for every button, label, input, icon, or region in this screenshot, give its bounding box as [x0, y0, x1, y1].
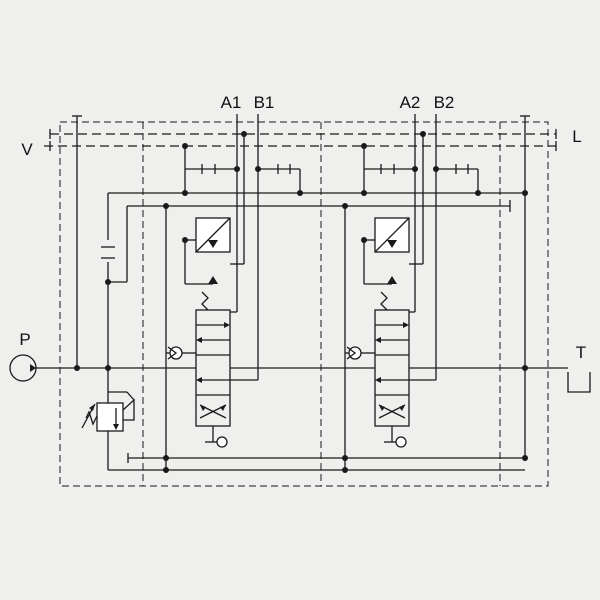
tank-return-line — [520, 115, 568, 458]
port-label-t: T — [576, 343, 586, 362]
tank-symbol — [567, 372, 591, 393]
port-label-p: P — [19, 330, 30, 349]
port-label-v: V — [21, 140, 33, 159]
pressure-line — [36, 115, 525, 371]
pilot-line-l — [49, 129, 557, 139]
port-label-a2: A2 — [400, 93, 421, 112]
relief-valve — [81, 368, 166, 471]
pump-symbol — [9, 354, 37, 382]
pilot-line-v — [44, 141, 557, 151]
port-label-l: L — [572, 127, 581, 146]
parallel-gallery — [101, 192, 525, 368]
valve-housing-boundary — [59, 121, 549, 487]
section-2 — [345, 114, 481, 448]
return-gallery — [127, 206, 528, 473]
port-label-b2: B2 — [434, 93, 455, 112]
port-label-a1: A1 — [221, 93, 242, 112]
section-1 — [166, 114, 303, 448]
port-label-b1: B1 — [254, 93, 275, 112]
